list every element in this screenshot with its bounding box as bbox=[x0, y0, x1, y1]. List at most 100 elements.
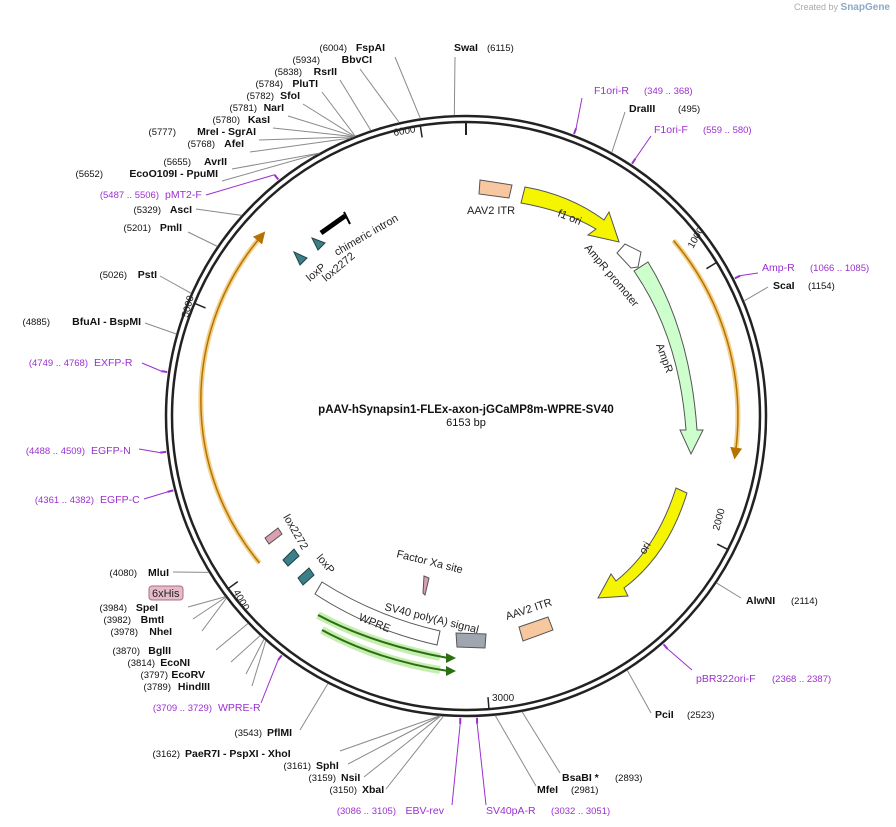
enzyme-line bbox=[363, 715, 441, 778]
enzyme-coord-bglii: (3870) bbox=[113, 646, 140, 657]
enzyme-coord-bmti: (3982) bbox=[104, 615, 131, 626]
primer-line bbox=[575, 97, 583, 129]
tick-mark bbox=[487, 697, 490, 710]
enzyme-line bbox=[192, 596, 226, 620]
primer-site-mark bbox=[662, 643, 669, 650]
tick-label: 2000 bbox=[711, 507, 727, 532]
his-tag-box bbox=[148, 585, 184, 601]
primer-name-egfp-c: EGFP-C bbox=[100, 494, 140, 506]
enzyme-name-paer7i-pspxi-xhoi: PaeR7I - PspXI - XhoI bbox=[185, 748, 291, 760]
primer-range-wpre-r: (3709 .. 3729) bbox=[153, 703, 212, 714]
enzyme-coord-pmli: (5201) bbox=[124, 223, 151, 234]
enzyme-coord-pluti: (5784) bbox=[256, 79, 283, 90]
enzyme-line bbox=[385, 715, 444, 790]
sv40-polya-box bbox=[455, 632, 487, 649]
enzyme-line bbox=[187, 231, 218, 247]
primer-name-amp-r: Amp-R bbox=[762, 262, 795, 274]
wpre-arrow-2-line bbox=[321, 629, 449, 672]
enzyme-coord-psti: (5026) bbox=[100, 270, 127, 281]
enzyme-line bbox=[339, 79, 372, 131]
primer-lines bbox=[138, 97, 759, 806]
enzyme-name-scai: ScaI bbox=[773, 280, 795, 292]
aav2-itr-bottom-box bbox=[518, 616, 554, 642]
his-tag-label: 6xHis bbox=[152, 588, 180, 600]
primer-line bbox=[476, 723, 487, 806]
enzyme-line bbox=[394, 56, 421, 119]
ori-label: ori bbox=[637, 540, 654, 557]
enzyme-name-nsii: NsiI bbox=[341, 772, 360, 784]
primer-range-exfp-r: (4749 .. 4768) bbox=[29, 358, 88, 369]
primer-site-mark bbox=[631, 158, 637, 165]
enzyme-name-fspai: FspAI bbox=[356, 42, 385, 54]
enzyme-coord-nhei: (3978) bbox=[111, 627, 138, 638]
tick-label: 1000 bbox=[686, 225, 707, 250]
primer-name-pbr322ori-f: pBR322ori-F bbox=[696, 673, 756, 685]
tick-label: 6000 bbox=[393, 124, 417, 139]
chimeric-intron-cap bbox=[343, 211, 351, 225]
enzyme-line bbox=[245, 638, 265, 675]
aav2-itr-top-box bbox=[478, 179, 513, 199]
enzyme-coord-xbai: (3150) bbox=[330, 785, 357, 796]
enzyme-coord-pflmi: (3543) bbox=[235, 728, 262, 739]
chimeric-intron-bar bbox=[319, 213, 347, 236]
enzyme-line bbox=[494, 715, 537, 787]
wpre-arrow-2-head bbox=[446, 666, 456, 676]
lox2272-bottom-arrow bbox=[264, 527, 283, 545]
enzyme-line bbox=[159, 275, 192, 294]
primer-line bbox=[667, 648, 693, 671]
enzyme-name-pluti: PluTI bbox=[292, 78, 318, 90]
enzyme-coord-avrii: (5655) bbox=[164, 157, 191, 168]
primer-range-pmt2-f: (5487 .. 5506) bbox=[100, 190, 159, 201]
enzyme-coord-mrei-sgrai: (5777) bbox=[149, 127, 176, 138]
factor-xa-mark bbox=[422, 575, 430, 596]
primer-line bbox=[260, 659, 279, 704]
enzyme-line bbox=[611, 111, 626, 153]
enzyme-line bbox=[347, 715, 441, 765]
plasmid-name: pAAV-hSynapsin1-FLEx-axon-jGCaMP8m-WPRE-… bbox=[318, 404, 614, 416]
enzyme-coord-bfuai-bspmi: (4885) bbox=[23, 317, 50, 328]
enzyme-line bbox=[339, 715, 440, 752]
enzyme-name-kasi: KasI bbox=[248, 114, 270, 126]
loxp-top-arrow-1 bbox=[310, 237, 326, 251]
enzyme-name-afei: AfeI bbox=[224, 138, 244, 150]
enzyme-name-spei: SpeI bbox=[136, 602, 158, 614]
enzyme-coord-spei: (3984) bbox=[100, 603, 127, 614]
enzyme-line bbox=[201, 597, 227, 632]
enzyme-coord-afei: (5768) bbox=[188, 139, 215, 150]
enzyme-name-rsrii: RsrII bbox=[314, 66, 337, 78]
primer-range-pbr322ori-f: (2368 .. 2387) bbox=[772, 674, 831, 685]
factor-xa-label: Factor Xa site bbox=[395, 548, 464, 576]
primer-range-amp-r: (1066 .. 1085) bbox=[810, 263, 869, 274]
enzyme-name-nhei: NheI bbox=[149, 626, 172, 638]
enzyme-coord-sphi: (3161) bbox=[284, 761, 311, 772]
enzyme-name-sphi: SphI bbox=[316, 760, 339, 772]
enzyme-coord-bbvci: (5934) bbox=[293, 55, 320, 66]
primer-line bbox=[138, 448, 161, 454]
enzyme-coord-pcii: (2523) bbox=[687, 710, 714, 721]
enzyme-line bbox=[743, 286, 769, 302]
enzyme-name-mrei-sgrai: MreI - SgrAI bbox=[197, 126, 256, 138]
enzyme-coord-hindiii: (3789) bbox=[144, 682, 171, 693]
enzyme-line bbox=[453, 56, 456, 116]
loxp-top-arrow-2 bbox=[292, 250, 308, 266]
primer-site-mark bbox=[161, 370, 168, 373]
enzyme-name-bglii: BglII bbox=[148, 645, 171, 657]
tick-mark bbox=[419, 125, 423, 138]
primer-line bbox=[143, 491, 168, 500]
enzyme-line bbox=[521, 711, 561, 774]
enzyme-line bbox=[272, 127, 355, 138]
primer-name-sv40pa-r: SV40pA-R bbox=[486, 805, 536, 817]
enzyme-line bbox=[626, 669, 652, 714]
enzyme-name-xbai: XbaI bbox=[362, 784, 384, 796]
primer-line bbox=[205, 174, 275, 196]
primer-site-mark bbox=[573, 127, 578, 135]
enzyme-line bbox=[195, 208, 242, 216]
enzyme-name-pflmi: PflMI bbox=[267, 727, 292, 739]
primer-site-mark bbox=[734, 274, 741, 280]
loxp-bottom-label: loxP bbox=[314, 552, 337, 576]
primer-range-egfp-c: (4361 .. 4382) bbox=[35, 495, 94, 506]
enzyme-line bbox=[215, 623, 249, 651]
enzyme-coord-sfoi: (5782) bbox=[247, 91, 274, 102]
